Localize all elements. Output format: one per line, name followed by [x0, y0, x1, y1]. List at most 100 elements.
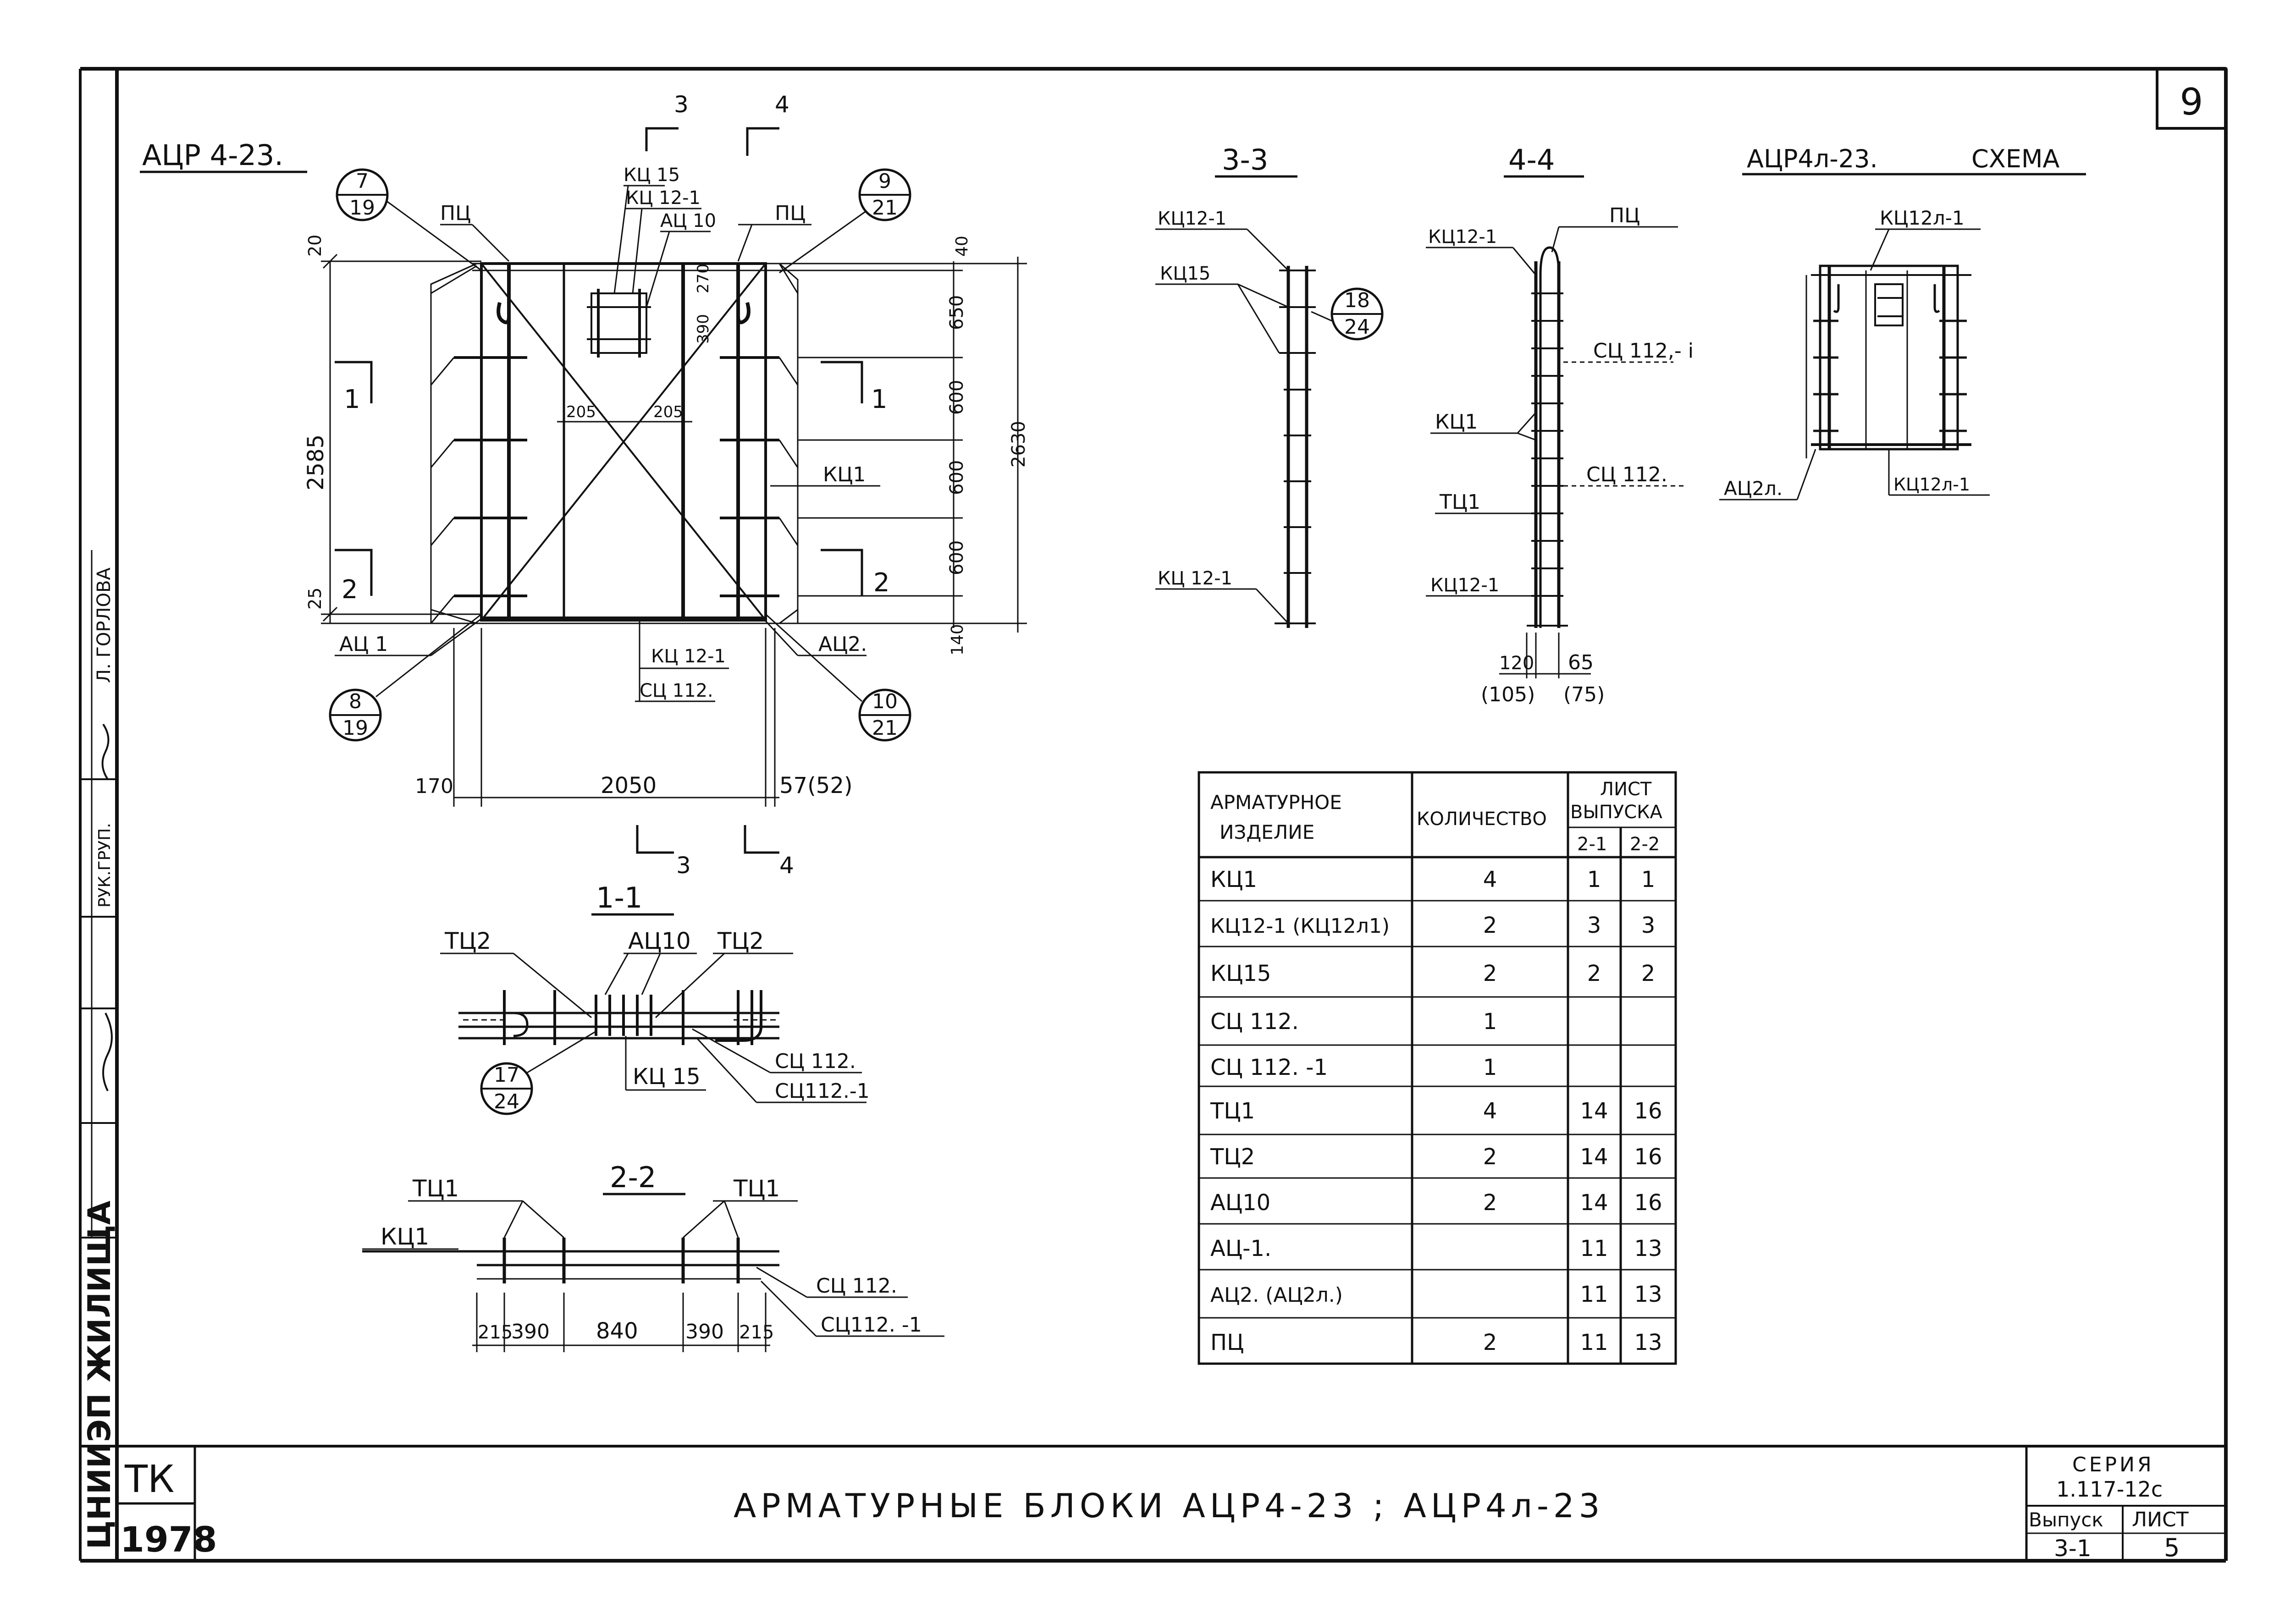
svg-text:АЦ2. (АЦ2л.): АЦ2. (АЦ2л.) [1210, 1283, 1343, 1307]
dim-140: 140 [948, 624, 967, 655]
svg-text:СЦ 112. -1: СЦ 112. -1 [1210, 1055, 1328, 1080]
svg-text:АЦ10: АЦ10 [1210, 1190, 1270, 1216]
side-stamp-signature [101, 723, 113, 1091]
svg-text:АЦ-1.: АЦ-1. [1210, 1236, 1271, 1261]
title-block-main-title: АРМАТУРНЫЕ БЛОКИ АЦР4-23 ; АЦР4л-23 [734, 1486, 1604, 1525]
schema-title: АЦР4л-23. [1747, 144, 1878, 173]
svg-text:КЦ15: КЦ15 [1210, 961, 1271, 986]
callout-9-21: 9 21 [779, 168, 911, 274]
table-row: КЦ1 4 1 1 [1210, 867, 1655, 892]
svg-text:КЦ12-1 (КЦ12л1): КЦ12-1 (КЦ12л1) [1210, 914, 1390, 938]
table-row: СЦ 112. 1 [1210, 1009, 1497, 1035]
section-mark-1-right: 1 [871, 385, 888, 414]
table-row: ПЦ 2 11 13 [1210, 1330, 1662, 1355]
s11-label-e: СЦ 112. [775, 1050, 856, 1073]
dim-2585: 2585 [303, 435, 329, 490]
s22-label-d: СЦ 112. [816, 1274, 897, 1298]
section-mark-3-bot: 3 [676, 852, 691, 879]
table-row: СЦ 112. -1 1 [1210, 1055, 1497, 1080]
dim-20: 20 [305, 235, 325, 257]
svg-text:СЦ 112.: СЦ 112. [1210, 1009, 1299, 1035]
schema-label-b: АЦ2л. [1724, 477, 1783, 500]
svg-text:ПЦ: ПЦ [1210, 1330, 1244, 1355]
sheet-frame [79, 67, 2228, 1563]
callout-10-21: 10 21 [765, 613, 911, 742]
svg-text:14: 14 [1580, 1144, 1608, 1170]
s44-label-d: КЦ1 [1435, 410, 1478, 434]
block-outline [430, 263, 799, 624]
label-kts15: КЦ 15 [624, 165, 680, 186]
table-header-2-1: 2-1 [1577, 834, 1607, 855]
s44-label-g: КЦ12-1 [1430, 575, 1499, 596]
label-kts1: КЦ1 [823, 463, 866, 486]
label-ats2: АЦ2. [818, 633, 867, 656]
title-block-list-value: 5 [2164, 1533, 2180, 1562]
svg-text:10: 10 [872, 690, 898, 713]
svg-text:21: 21 [872, 196, 898, 220]
table-rows: КЦ1 4 1 1 КЦ12-1 (КЦ12л1) 2 3 3 КЦ15 2 2… [1210, 867, 1662, 1355]
s22-dim-215a: 215 [478, 1322, 513, 1343]
table-header-sheet-1: ЛИСТ [1600, 779, 1652, 800]
svg-text:11: 11 [1580, 1282, 1608, 1307]
schema-label-c: КЦ12л-1 [1893, 474, 1970, 495]
side-stamp-org: ЦНИИЭП ЖИЛИЩА [82, 1200, 118, 1549]
title-block-year: 1978 [120, 1519, 217, 1560]
section-3-3: 3-3 18 24 КЦ12-1 КЦ15 КЦ 12-1 [1155, 143, 1384, 628]
svg-text:7: 7 [356, 170, 369, 193]
s22-label-c: КЦ1 [381, 1223, 429, 1250]
label-kts12-1: КЦ 12-1 [626, 187, 701, 209]
svg-text:13: 13 [1634, 1330, 1662, 1355]
section-mark-1-left: 1 [344, 385, 360, 414]
svg-text:2: 2 [1483, 1330, 1497, 1355]
svg-text:16: 16 [1634, 1098, 1662, 1124]
dim-40: 40 [953, 236, 971, 257]
section-mark-3-top: 3 [674, 91, 689, 118]
svg-text:2: 2 [1483, 1190, 1497, 1216]
schema-view: АЦР4л-23. СХЕМА КЦ12л-1 АЦ2л. КЦ12л-1 [1719, 144, 2086, 501]
svg-text:3: 3 [1587, 913, 1601, 938]
svg-text:11: 11 [1580, 1236, 1608, 1261]
side-stamp-role: РУК.ГРУП. [95, 823, 114, 908]
svg-text:1: 1 [1641, 867, 1656, 892]
svg-text:1: 1 [1587, 867, 1601, 892]
svg-text:ТЦ1: ТЦ1 [1210, 1098, 1255, 1124]
section-mark-2-left: 2 [342, 575, 358, 605]
svg-text:18: 18 [1344, 289, 1370, 312]
main-view-title: АЦР 4-23. [142, 138, 283, 172]
dim-205a: 205 [566, 403, 596, 421]
table-row: АЦ10 2 14 16 [1210, 1190, 1662, 1216]
s33-label-b: КЦ15 [1160, 263, 1210, 284]
svg-text:2: 2 [1483, 1144, 1497, 1170]
s22-dim-390b: 390 [685, 1320, 724, 1343]
svg-text:2: 2 [1483, 961, 1497, 986]
svg-text:3: 3 [1641, 913, 1656, 938]
s44-label-c: СЦ 112,- i [1593, 339, 1694, 363]
dim-270: 270 [694, 264, 712, 293]
svg-text:1: 1 [1483, 1009, 1497, 1035]
table-row: ТЦ1 4 14 16 [1210, 1098, 1662, 1124]
callout-7-19: 7 19 [336, 168, 482, 271]
svg-text:1: 1 [1483, 1055, 1497, 1080]
table-header-quantity: КОЛИЧЕСТВО [1417, 809, 1547, 830]
s22-label-e: СЦ112. -1 [821, 1313, 922, 1337]
dim-600c: 600 [946, 540, 967, 575]
table-header-2-2: 2-2 [1630, 834, 1660, 855]
title-block-vypusk-label: Выпуск [2029, 1508, 2103, 1531]
svg-text:11: 11 [1580, 1330, 1608, 1355]
label-pts-right: ПЦ [775, 202, 806, 225]
svg-text:2: 2 [1587, 961, 1601, 986]
svg-text:14: 14 [1580, 1190, 1608, 1216]
s22-label-a: ТЦ1 [412, 1175, 459, 1202]
callout-8-19: 8 19 [329, 613, 482, 742]
s11-label-a: ТЦ2 [444, 928, 491, 954]
svg-text:19: 19 [349, 196, 375, 220]
svg-text:24: 24 [494, 1090, 519, 1113]
svg-text:17: 17 [494, 1063, 519, 1087]
s44-dim-105: (105) [1481, 683, 1535, 706]
s44-dim-120: 120 [1499, 653, 1534, 674]
label-sts112-bottom: СЦ 112. [640, 680, 713, 701]
s44-label-b: ПЦ [1609, 204, 1640, 227]
svg-text:9: 9 [878, 170, 891, 193]
section-3-3-title: 3-3 [1222, 143, 1268, 176]
dim-25: 25 [305, 588, 325, 610]
